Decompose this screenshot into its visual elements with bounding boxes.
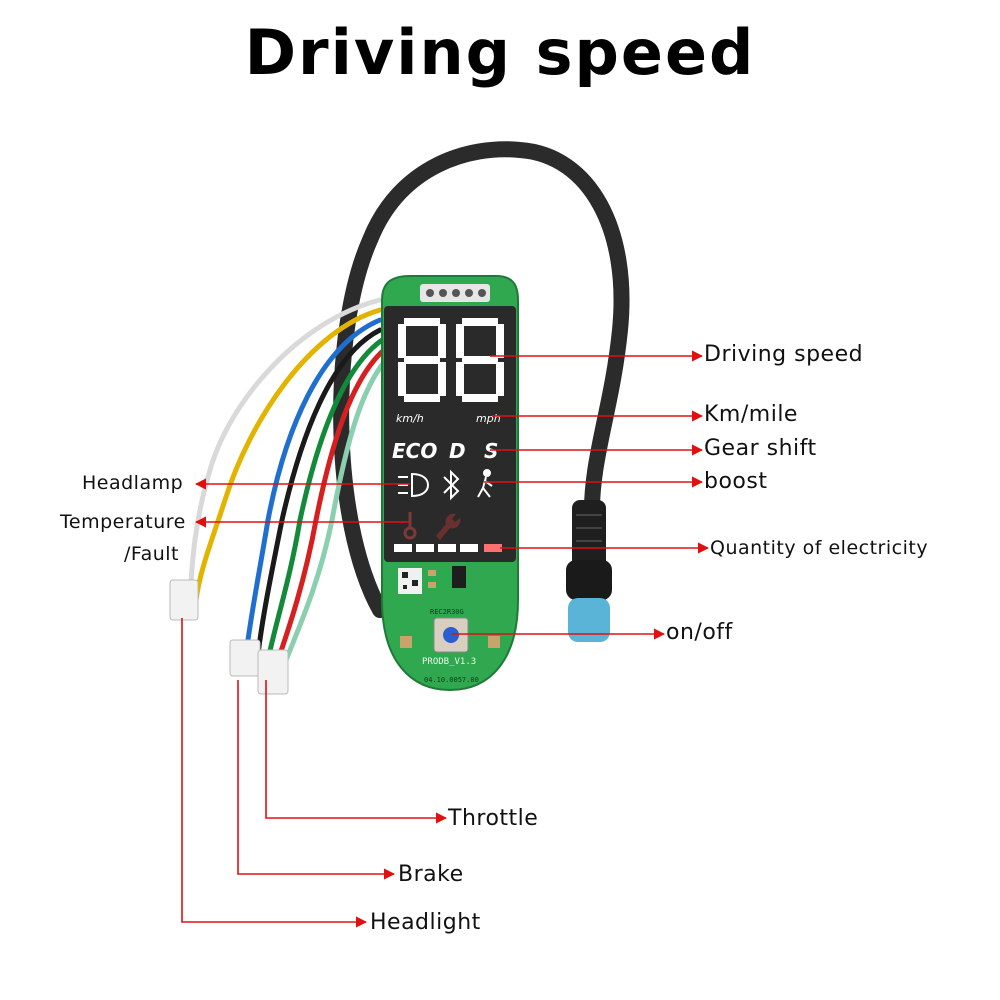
arrow-brake <box>237 680 396 880</box>
label-fault: /Fault <box>124 543 179 565</box>
speed-digits <box>398 318 504 402</box>
battery-bars <box>394 544 502 552</box>
label-driving-speed: Driving speed <box>704 342 864 367</box>
arrow-headlight <box>181 618 368 928</box>
label-quantity: Quantity of electricity <box>710 537 929 559</box>
label-onoff: on/off <box>666 620 733 645</box>
label-km-mile: Km/mile <box>704 402 798 427</box>
arrow-throttle <box>265 680 448 824</box>
label-brake: Brake <box>398 862 464 887</box>
header-pins <box>420 284 490 302</box>
wire-bundle <box>187 297 389 663</box>
unit-kmh: km/h <box>396 412 424 425</box>
display-panel <box>384 306 516 562</box>
power-button <box>443 627 459 643</box>
mode-d: D <box>449 439 466 463</box>
bluetooth-icon <box>443 469 460 501</box>
headlamp-icon <box>398 472 430 498</box>
temperature-icon <box>403 512 417 540</box>
page-title: Driving speed <box>244 16 756 89</box>
label-temperature: Temperature <box>60 511 186 533</box>
unit-mph: mph <box>476 412 501 425</box>
pcb-code: 04.10.0057.00 <box>424 676 479 684</box>
round-connector <box>566 500 612 642</box>
label-headlight: Headlight <box>370 910 481 935</box>
pcb-ref: REC2R30G <box>430 608 464 616</box>
wrench-icon <box>436 513 461 540</box>
callout-arrows <box>181 350 710 928</box>
wire-connectors <box>169 579 289 695</box>
label-boost: boost <box>704 469 768 494</box>
mode-s: S <box>484 439 498 463</box>
label-headlamp: Headlamp <box>82 472 184 494</box>
qr-code <box>398 568 422 594</box>
cable-loop <box>333 141 630 618</box>
mode-eco: ECO <box>392 439 437 463</box>
pcb-model: PRODB_V1.3 <box>422 657 476 667</box>
label-gear-shift: Gear shift <box>704 436 817 461</box>
label-throttle: Throttle <box>448 806 539 831</box>
